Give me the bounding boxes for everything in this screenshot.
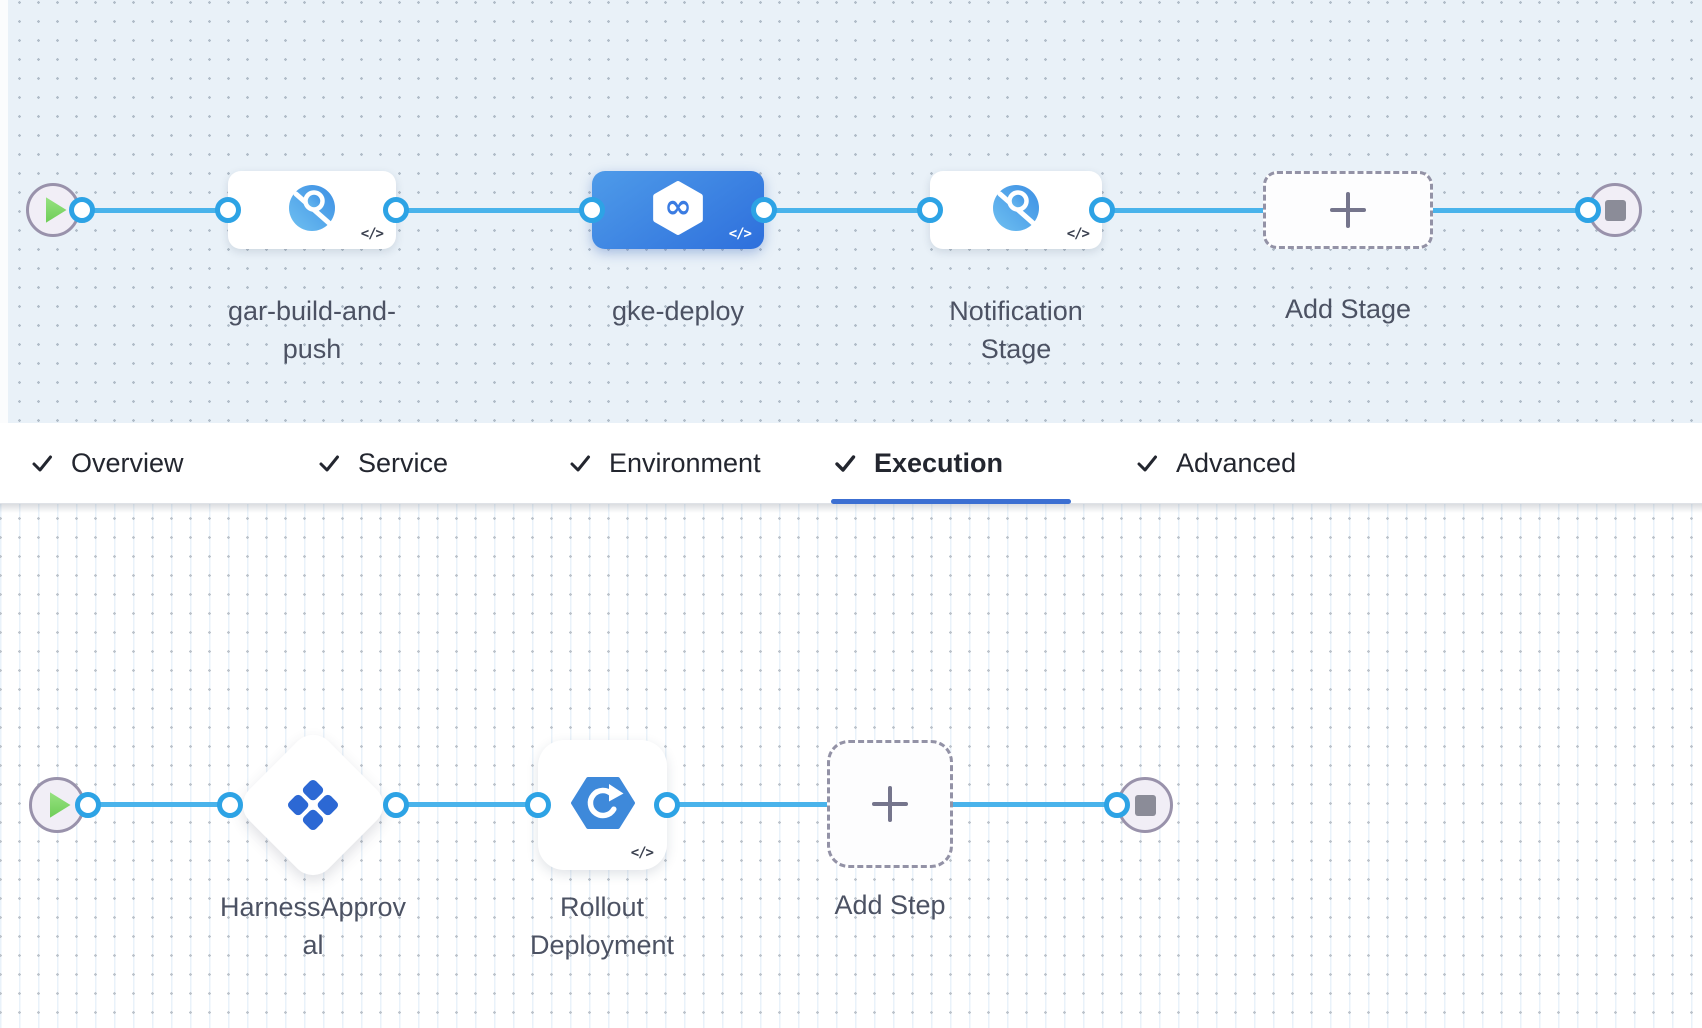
connector-line — [80, 208, 230, 213]
yaml-code-badge: </> — [1066, 226, 1090, 242]
deploy-stage-icon: ∞ — [649, 180, 707, 240]
tab-label: Service — [358, 447, 449, 478]
check-icon — [32, 455, 52, 472]
connection-point[interactable] — [383, 792, 409, 818]
connector-line — [84, 802, 234, 807]
tab-environment[interactable]: Environment — [568, 423, 761, 503]
tab-execution[interactable]: Execution — [833, 423, 1003, 503]
connection-point[interactable] — [217, 792, 243, 818]
connection-point[interactable] — [917, 197, 943, 223]
check-icon — [1137, 455, 1157, 472]
stage-card-notification-stage[interactable]: </> — [930, 171, 1102, 249]
check-icon — [570, 455, 590, 472]
connection-point[interactable] — [75, 792, 101, 818]
connector-line — [663, 802, 829, 807]
stop-icon — [1134, 794, 1156, 816]
stage-label: Notification Stage — [949, 296, 1083, 364]
yaml-code-badge: </> — [728, 226, 752, 242]
connection-point[interactable] — [579, 197, 605, 223]
connector-line — [1098, 208, 1266, 213]
check-icon — [319, 455, 339, 472]
tab-service[interactable]: Service — [317, 423, 448, 503]
connection-point[interactable] — [654, 792, 680, 818]
execution-end-node — [1117, 777, 1173, 833]
connection-point[interactable] — [69, 197, 95, 223]
active-tab-underline — [831, 499, 1071, 504]
add-step-button[interactable] — [827, 740, 953, 868]
rollout-deployment-icon — [570, 775, 635, 836]
connection-point[interactable] — [1089, 197, 1115, 223]
play-icon — [49, 792, 71, 818]
step-label: Rollout Deployment — [529, 892, 675, 960]
add-step-label: Add Step — [834, 890, 946, 920]
stage-card-gke-deploy[interactable]: ∞ </> — [592, 171, 764, 249]
custom-stage-icon — [992, 184, 1040, 237]
tab-label: Advanced — [1176, 447, 1297, 478]
add-stage-label: Add Stage — [1284, 294, 1412, 324]
connector-line — [950, 802, 1120, 807]
approval-icon — [284, 776, 342, 834]
play-icon — [45, 197, 67, 223]
add-stage-button[interactable] — [1263, 171, 1433, 249]
connector-line — [1430, 208, 1590, 213]
stage-card-gar-build-and-push[interactable]: </> — [228, 171, 396, 249]
connection-point[interactable] — [751, 197, 777, 223]
step-label: HarnessApprov al — [219, 892, 407, 960]
connection-point[interactable] — [1104, 792, 1130, 818]
connection-point[interactable] — [215, 197, 241, 223]
tab-advanced[interactable]: Advanced — [1135, 423, 1296, 503]
connection-point[interactable] — [1575, 197, 1601, 223]
plus-icon — [872, 786, 908, 822]
svg-text:∞: ∞ — [664, 186, 692, 225]
yaml-code-badge: </> — [360, 226, 384, 242]
stage-graph-canvas[interactable]: </> ∞ </> — [0, 0, 1702, 423]
custom-stage-icon — [288, 184, 336, 237]
step-node-rollout-deployment[interactable]: </> — [538, 740, 667, 870]
canvas-left-gutter — [0, 0, 8, 423]
yaml-code-badge: </> — [630, 845, 654, 861]
stage-config-tab-bar: Overview Service Environment Execution A… — [0, 423, 1702, 504]
check-icon — [835, 455, 856, 472]
plus-icon — [1330, 192, 1366, 228]
tab-label: Overview — [71, 447, 184, 478]
tab-overview[interactable]: Overview — [30, 423, 184, 503]
tab-label: Execution — [874, 447, 1004, 478]
connection-point[interactable] — [383, 197, 409, 223]
connector-line — [394, 802, 542, 807]
connector-line — [760, 208, 932, 213]
connection-point[interactable] — [525, 792, 551, 818]
connector-line — [392, 208, 594, 213]
stop-icon — [1604, 199, 1626, 221]
stage-label: gar-build-and- push — [227, 296, 397, 364]
stage-label: gke-deploy — [611, 296, 745, 326]
execution-graph-canvas[interactable]: </> HarnessApprov al Rollout Deployment … — [0, 504, 1702, 1028]
tab-label: Environment — [609, 447, 761, 478]
